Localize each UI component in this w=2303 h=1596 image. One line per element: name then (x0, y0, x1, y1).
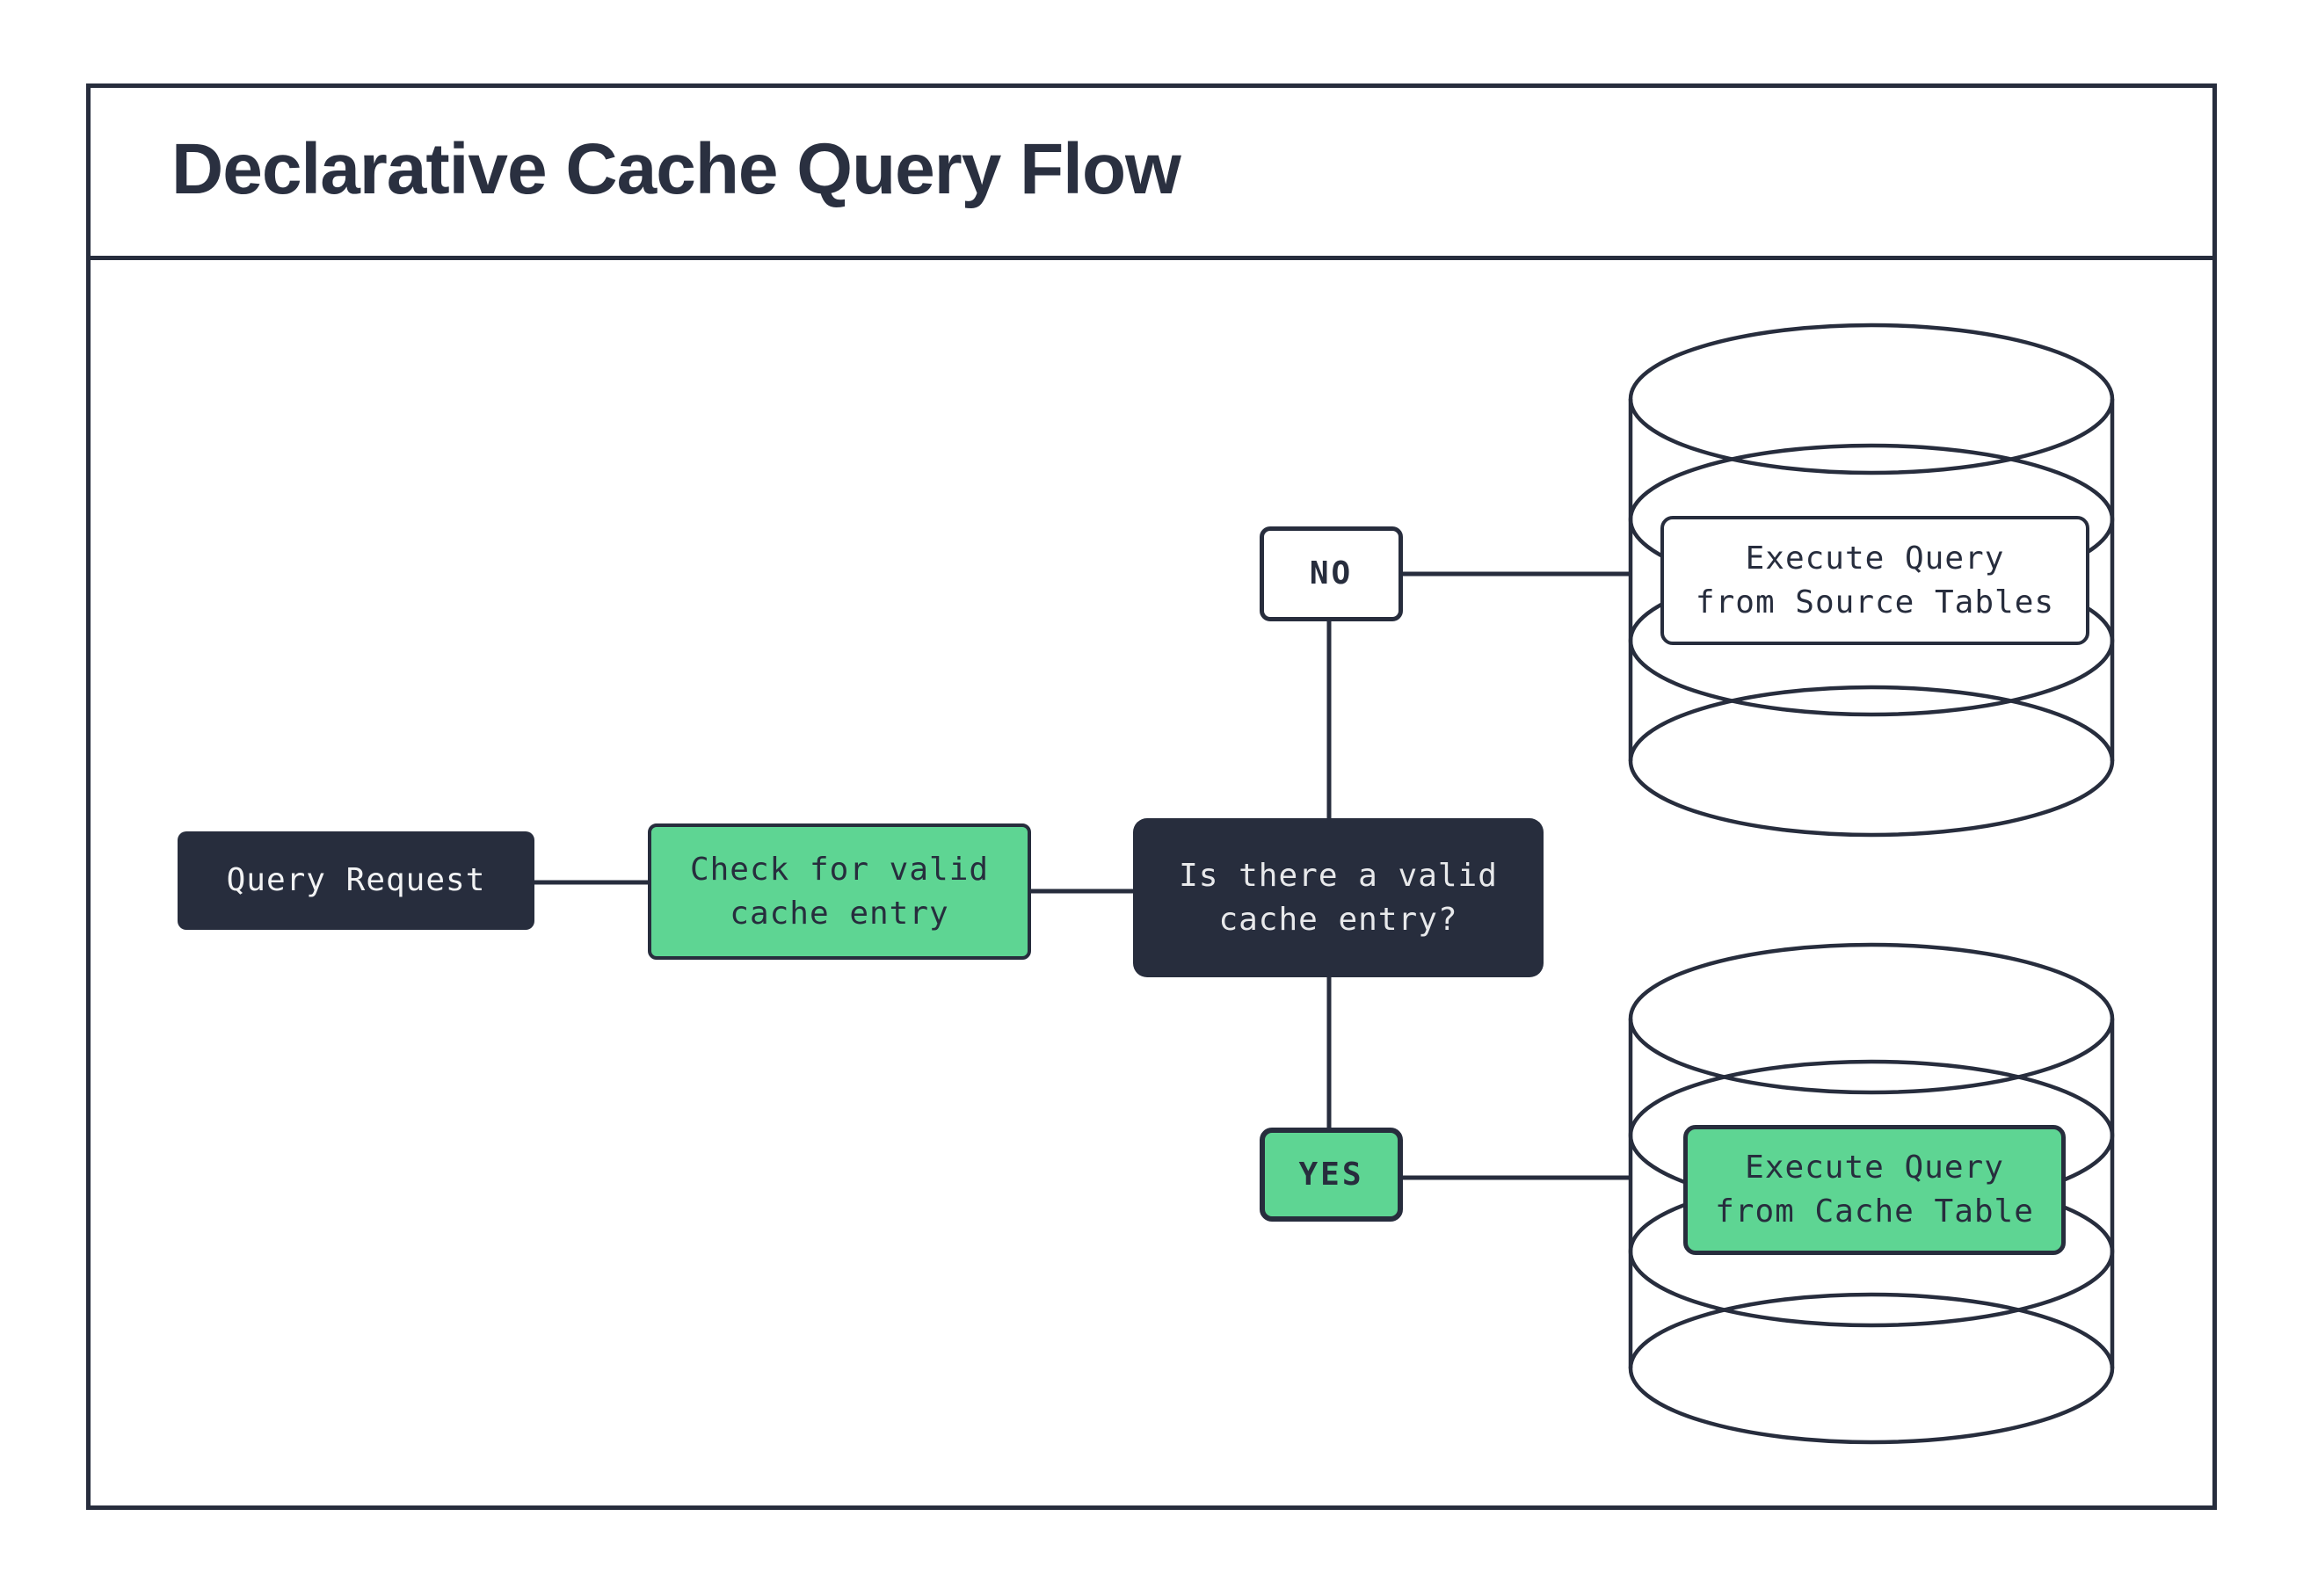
branch-no-text: NO (1309, 555, 1354, 592)
source-database-cylinder-icon (1628, 323, 2115, 838)
page-title: Declarative Cache Query Flow (171, 128, 1181, 209)
node-query-request-label: Query Request (226, 862, 486, 899)
diagram-frame: Declarative Cache Query Flow (86, 83, 2217, 1510)
branch-yes-text: YES (1298, 1156, 1364, 1193)
node-decision-valid-cache: Is there a valid cache entry? (1133, 818, 1544, 977)
branch-label-yes: YES (1260, 1128, 1403, 1222)
branch-label-no: NO (1260, 526, 1403, 621)
cache-database-cylinder-icon (1628, 942, 2115, 1445)
node-execute-query-cache-table: Execute Query from Cache Table (1683, 1125, 2066, 1255)
node-execute-cache-label: Execute Query from Cache Table (1715, 1150, 2034, 1230)
node-check-cache: Check for valid cache entry (648, 823, 1031, 960)
title-bar: Declarative Cache Query Flow (91, 88, 2212, 260)
node-query-request: Query Request (178, 831, 534, 930)
node-execute-query-source-tables: Execute Query from Source Tables (1660, 516, 2089, 645)
node-check-cache-label: Check for valid cache entry (689, 851, 990, 932)
node-decision-label: Is there a valid cache entry? (1179, 857, 1498, 938)
node-execute-source-label: Execute Query from Source Tables (1695, 540, 2055, 620)
flow-connectors (533, 571, 1632, 1180)
